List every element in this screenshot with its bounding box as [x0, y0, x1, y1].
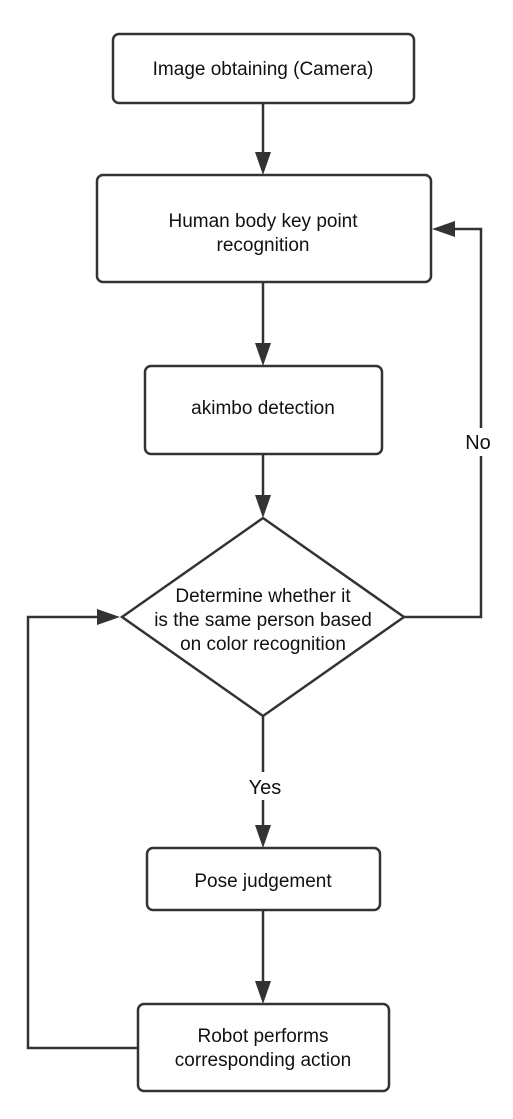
node-text-line: is the same person based — [154, 610, 372, 631]
node-akimbo-detection-text: akimbo detection — [191, 398, 335, 419]
node-text-line: on color recognition — [180, 634, 346, 655]
arrowhead-akimbo-to-decision — [255, 495, 271, 518]
node-robot-action — [136, 1002, 391, 1093]
arrowhead-image-to-keypoint — [255, 152, 271, 175]
arrowhead-pose-to-robot — [255, 981, 271, 1004]
node-image-obtaining-text: Image obtaining (Camera) — [153, 59, 374, 80]
node-pose-judgement — [145, 846, 382, 912]
node-text-line: Robot performs — [198, 1026, 329, 1047]
no-label-background — [461, 428, 497, 456]
yes-label: Yes — [249, 777, 282, 799]
arrowhead-no-loop — [432, 221, 455, 237]
node-decision-diamond — [119, 516, 407, 718]
node-image-obtaining — [111, 32, 416, 105]
edge-decision-to-keypoint-no — [404, 227, 483, 619]
node-akimbo-detection — [143, 364, 384, 456]
node-text-line: recognition — [217, 235, 310, 256]
node-pose-judgement-text: Pose judgement — [194, 871, 332, 892]
node-decision-text: Determine whether it is the same person b… — [154, 586, 372, 655]
arrowhead-left-loop — [97, 609, 120, 625]
node-key-point-recognition — [95, 173, 433, 284]
edge-robot-to-decision-loop — [26, 615, 138, 1050]
node-text-line: Human body key point — [168, 211, 358, 232]
node-text-line: Pose judgement — [194, 871, 332, 892]
node-robot-action-text: Robot performs corresponding action — [175, 1026, 351, 1071]
node-text-line: Determine whether it — [175, 586, 351, 607]
node-key-point-recognition-text: Human body key point recognition — [168, 211, 358, 256]
arrowhead-decision-to-pose — [255, 825, 271, 848]
node-text-line: corresponding action — [175, 1050, 351, 1071]
node-text-line: Image obtaining (Camera) — [153, 59, 374, 80]
yes-label-background — [242, 772, 286, 800]
arrowhead-keypoint-to-akimbo — [255, 343, 271, 366]
node-text-line: akimbo detection — [191, 398, 335, 419]
no-label: No — [465, 432, 491, 454]
